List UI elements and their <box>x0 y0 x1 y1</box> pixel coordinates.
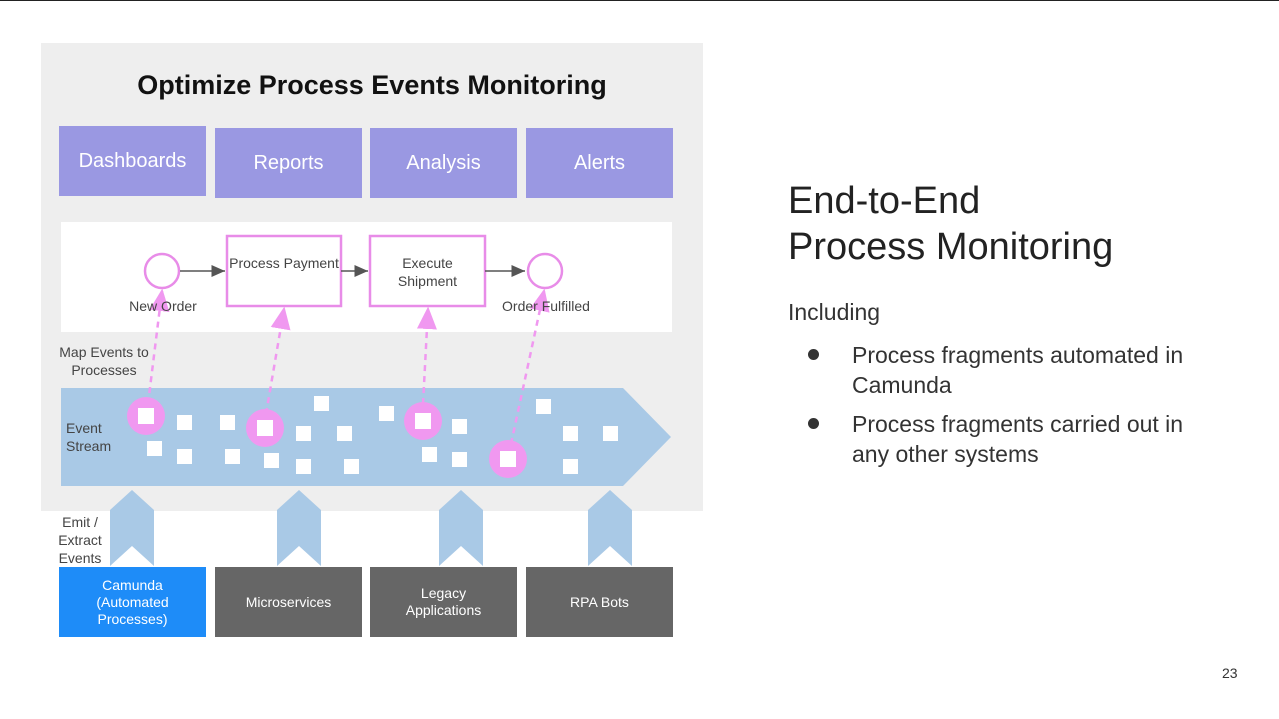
task-execute-shipment <box>368 234 487 308</box>
mapping-arrow <box>509 288 550 445</box>
event-square <box>379 406 394 421</box>
tool-analysis: Analysis <box>370 128 517 198</box>
system-rpa-bots: RPA Bots <box>526 567 673 637</box>
bullet-item: Process fragments automated in Camunda <box>852 342 1184 398</box>
system-legacy-applications: Legacy Applications <box>370 567 517 637</box>
task-label-payment: Process Payment <box>228 254 340 272</box>
end-event-label: Order Fulfilled <box>502 298 590 314</box>
mapping-arrow <box>146 288 170 405</box>
system-camunda: Camunda (Automated Processes) <box>59 567 206 637</box>
task-label-shipment: Execute Shipment <box>371 254 484 290</box>
top-border <box>0 0 1279 1</box>
map-events-label: Map Events to Processes <box>59 344 149 378</box>
emit-arrow <box>588 490 632 566</box>
event-square <box>296 459 311 474</box>
event-square <box>452 452 467 467</box>
bullet-dot <box>808 349 819 360</box>
event-square <box>603 426 618 441</box>
event-square <box>422 447 437 462</box>
event-square <box>563 459 578 474</box>
page-number: 23 <box>1222 665 1238 681</box>
system-label: Legacy Applications <box>405 585 482 618</box>
event-square <box>563 426 578 441</box>
heading-line: Process Monitoring <box>788 226 1114 268</box>
tool-dashboards: Dashboards <box>59 126 206 196</box>
system-label: Microservices <box>245 593 332 610</box>
event-square <box>337 426 352 441</box>
bullet-dot <box>808 418 819 429</box>
end-event-circle <box>526 252 564 290</box>
start-event-label: New Order <box>129 298 197 314</box>
mapped-event-square <box>257 420 273 436</box>
event-square <box>296 426 311 441</box>
mapping-arrow <box>416 306 437 405</box>
tool-alerts: Alerts <box>526 128 673 198</box>
event-square <box>344 459 359 474</box>
event-square <box>452 419 467 434</box>
event-square <box>264 453 279 468</box>
system-label: RPA Bots <box>570 593 629 610</box>
task-process-payment <box>225 234 343 308</box>
emit-arrow <box>439 490 483 566</box>
emit-arrow <box>110 490 154 566</box>
diagram-title: Optimize Process Events Monitoring <box>137 70 607 100</box>
mapping-arrow <box>264 306 291 415</box>
start-event-circle <box>143 252 181 290</box>
event-square <box>220 415 235 430</box>
event-square <box>225 449 240 464</box>
system-microservices: Microservices <box>215 567 362 637</box>
emit-events-label: Emit / Extract Events <box>58 514 102 566</box>
event-square <box>177 415 192 430</box>
task-label-text: Process Payment <box>229 255 339 271</box>
event-stream-label: Event Stream <box>66 420 112 454</box>
slide-subheading: Including <box>788 299 881 325</box>
mapped-event-square <box>415 413 431 429</box>
mapped-event-square <box>500 451 516 467</box>
mapped-event-square <box>138 408 154 424</box>
system-label: Camunda (Automated Processes) <box>96 576 169 627</box>
slide-heading: End-to-End Process Monitoring <box>788 178 1113 270</box>
event-square <box>536 399 551 414</box>
tool-reports: Reports <box>215 128 362 198</box>
event-square <box>147 441 162 456</box>
event-square <box>177 449 192 464</box>
heading-line: End-to-End <box>788 180 981 222</box>
task-label-text: Execute Shipment <box>397 255 458 289</box>
event-squares <box>147 396 618 474</box>
event-square <box>314 396 329 411</box>
emit-arrow <box>277 490 321 566</box>
bullet-item: Process fragments carried out in any oth… <box>852 411 1184 467</box>
